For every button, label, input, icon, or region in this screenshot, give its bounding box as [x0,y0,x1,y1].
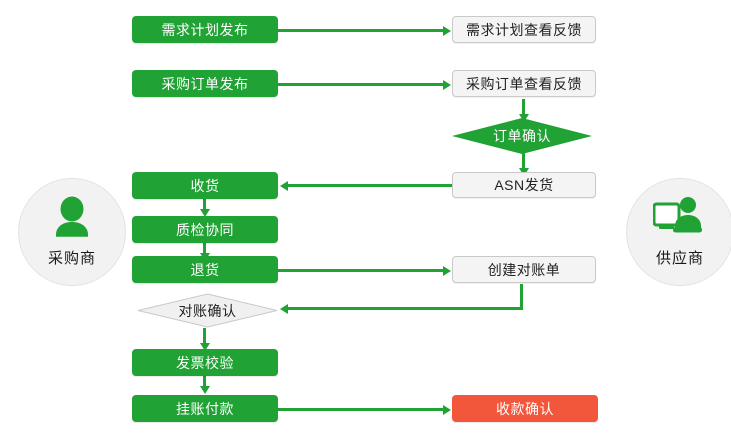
node-label: 采购订单查看反馈 [466,75,582,92]
node-statement-confirm[interactable]: 对账确认 [137,293,278,328]
node-label: 订单确认 [493,128,551,144]
person-icon [49,196,95,245]
node-label: 退货 [190,261,220,278]
node-invoice-verify[interactable]: 发票校验 [132,349,278,376]
edge-confirm-to-invoice [203,328,206,346]
node-return-goods[interactable]: 退货 [132,256,278,283]
edge-statement-to-confirm [288,307,523,310]
node-receipt-confirm[interactable]: 收款确认 [452,395,598,422]
actor-buyer-label: 采购商 [47,250,96,267]
node-label: 收货 [190,177,220,194]
edge-order-confirm-to-asn [522,152,525,172]
actor-supplier[interactable]: 供应商 [626,178,731,286]
node-payable-payment[interactable]: 挂账付款 [132,395,278,422]
node-label: ASN发货 [494,177,554,193]
edge-return-to-statement-arrow [443,265,451,276]
node-create-statement[interactable]: 创建对账单 [452,256,596,283]
node-label: 创建对账单 [487,261,561,278]
node-label: 需求计划查看反馈 [466,21,582,38]
node-po-publish[interactable]: 采购订单发布 [132,70,278,97]
edge-statement-to-confirm-arrow [280,303,288,314]
edge-po-publish [278,83,444,86]
edge-receive-to-quality-arrow [199,209,210,217]
edge-payment-to-receipt [278,408,444,411]
actor-buyer[interactable]: 采购商 [18,178,126,286]
node-label: 挂账付款 [176,400,234,417]
edge-receive-to-quality [203,199,206,212]
node-label: 收款确认 [496,400,554,417]
node-po-feedback[interactable]: 采购订单查看反馈 [452,70,596,97]
edge-demand-plan [278,29,444,32]
actor-supplier-label: 供应商 [655,250,704,267]
edge-statement-drop [520,284,523,310]
node-demand-plan-publish[interactable]: 需求计划发布 [132,16,278,43]
edge-asn-to-receive-arrow [280,180,288,191]
node-order-confirm[interactable]: 订单确认 [452,118,592,154]
edge-invoice-to-payment-arrow [199,386,210,394]
node-label: 采购订单发布 [161,75,249,92]
edge-confirm-to-invoice-arrow [199,343,210,351]
edge-payment-to-receipt-arrow [443,404,451,415]
edge-po-feedback-arrow [518,114,529,122]
node-label: 质检协同 [176,221,234,238]
edge-po-feedback-to-order-confirm [522,99,525,117]
node-label: 需求计划发布 [161,21,249,38]
node-demand-plan-feedback[interactable]: 需求计划查看反馈 [452,16,596,43]
edge-demand-plan-arrow [443,25,451,36]
node-label: 对账确认 [178,302,237,319]
edge-invoice-to-payment [203,376,206,389]
node-receive-goods[interactable]: 收货 [132,172,278,199]
edge-quality-to-return [203,243,206,256]
person-computer-icon [652,196,707,245]
edge-po-publish-arrow [443,79,451,90]
node-asn-shipment[interactable]: ASN发货 [452,172,596,198]
edge-return-to-statement [278,269,444,272]
edge-asn-to-receive [288,184,452,187]
node-label: 发票校验 [176,354,234,371]
node-quality-collab[interactable]: 质检协同 [132,216,278,243]
